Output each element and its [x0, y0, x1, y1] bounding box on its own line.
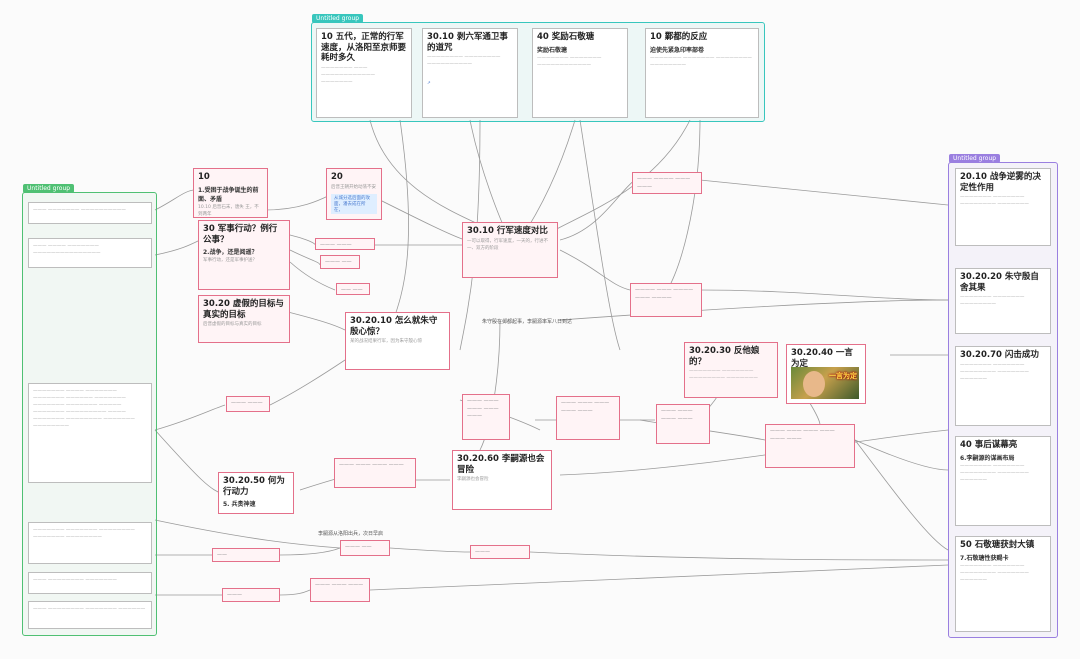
small-note[interactable]: ——: [212, 548, 280, 562]
card-title: 30.20.10 怎么就朱守殷心惊？: [350, 316, 445, 337]
card-body: 某的战况结果行军，因为朱守殷心惊: [350, 339, 445, 346]
node-30-20-30[interactable]: 30.20.30 反他娘的？ ——————— ——————— ———————— …: [684, 342, 778, 398]
right-card-war-fog[interactable]: 20.10 战争逆雾的决定性作用 ——————— ——————— ———————…: [955, 168, 1051, 246]
card-subtitle: 2.战争，还是阅遥？: [203, 247, 285, 256]
card-body: 10.10 后晋石末，唐失 王，不到两年: [198, 205, 263, 218]
small-note[interactable]: ——— ——: [340, 540, 390, 556]
card-subtitle: 6.李嗣源的谋画布局: [960, 453, 1046, 462]
card-body: 后晋虚假的目标与真实的目标: [203, 322, 285, 329]
node-30-20-10[interactable]: 30.20.10 怎么就朱守殷心惊？ 某的战况结果行军，因为朱守殷心惊: [345, 312, 450, 370]
group-label: Untitled group: [312, 14, 363, 23]
small-note[interactable]: ———: [470, 545, 530, 559]
small-note[interactable]: ——— ——— ——— ——— ———: [462, 394, 510, 440]
top-card-guard[interactable]: 30.10 剥六军通卫事的道咒 ———————— ———————— ——————…: [422, 28, 518, 118]
card-body: 李嗣源也会冒险: [457, 477, 547, 484]
card-title: 30.20.20 朱守殷自舍其果: [960, 272, 1046, 293]
left-card-2[interactable]: ——— ———— ——————— ———————————————: [28, 238, 152, 268]
thumbnail-caption: 一言为定: [829, 373, 857, 381]
card-subtitle: 5. 兵贵神速: [223, 499, 289, 508]
left-card-3[interactable]: ——————— ———— ——————— ——————— —————— ————…: [28, 383, 152, 483]
small-note[interactable]: ——— ———: [315, 238, 375, 250]
right-card-shi-jingtang[interactable]: 50 石敬瑭获封大镇 7.石敬瑭性获赐卡 ——————— ——————— ———…: [955, 536, 1051, 632]
left-card-1[interactable]: ——— ——————— ——————————: [28, 202, 152, 224]
small-note[interactable]: ——— ——— ——— ———: [334, 458, 416, 488]
card-subtitle: 7.石敬瑭性获赐卡: [960, 553, 1046, 562]
card-body: 军事行动，还是军事护送？: [203, 258, 285, 265]
top-card-march-speed[interactable]: 10 五代，正常的行军速度，从洛阳至京师要耗时多久 ——————— ——— ——…: [316, 28, 412, 118]
card-title: 40 奖励石敬瑭: [537, 32, 623, 43]
card-subtitle: 1.受困于战争诞生的前面、矛盾: [198, 185, 263, 203]
card-subtitle: 奖励石敬瑭: [537, 45, 623, 54]
person-image: [803, 371, 825, 397]
card-title: 40 事后谋幕亮: [960, 440, 1046, 451]
small-note[interactable]: ———: [222, 588, 280, 602]
right-card-blitz[interactable]: 30.20.70 闪击成功 ——————— ——————— ———————— —…: [955, 346, 1051, 426]
card-title: 20.10 战争逆雾的决定性作用: [960, 172, 1046, 193]
left-card-5[interactable]: ——— ———————— ———————: [28, 572, 152, 594]
small-note[interactable]: ——— ———: [226, 396, 270, 412]
right-card-zhu-shouyin[interactable]: 30.20.20 朱守殷自舍其果 ——————— ——————— ———————…: [955, 268, 1051, 334]
card-body: 后晋王朝开始动荡不安: [331, 185, 377, 192]
card-title: 50 石敬瑭获封大镇: [960, 540, 1046, 551]
node-30-20-50[interactable]: 30.20.50 何为行动力 5. 兵贵神速: [218, 472, 294, 514]
card-title: 10 鄴都的反应: [650, 32, 754, 43]
card-title: 30.10 剥六军通卫事的道咒: [427, 32, 513, 53]
link[interactable]: ↗: [427, 81, 431, 86]
node-30-20-60[interactable]: 30.20.60 李嗣源也会冒险 李嗣源也会冒险: [452, 450, 552, 510]
left-card-6[interactable]: ——— ———————— ——————— ——————: [28, 601, 152, 629]
card-title: 30.10 行军速度对比: [467, 226, 553, 237]
node-10[interactable]: 10 1.受困于战争诞生的前面、矛盾 10.10 后晋石末，唐失 王，不到两年: [193, 168, 268, 218]
edge-label: 李嗣源从洛阳出兵，次日早启: [318, 530, 408, 537]
node-30-20[interactable]: 30.20 虚假的目标与真实的目标 后晋虚假的目标与真实的目标: [198, 295, 290, 343]
group-label: Untitled group: [949, 154, 1000, 163]
video-thumbnail[interactable]: 一言为定: [791, 367, 859, 399]
node-20[interactable]: 20 后晋王朝开始动荡不安 从城分选后面的攻面，潘去成在所在，: [326, 168, 382, 220]
card-title: 30.20 虚假的目标与真实的目标: [203, 299, 285, 320]
group-label: Untitled group: [23, 184, 74, 193]
left-card-4[interactable]: ——————— ——————— ———————— ——————— ———————…: [28, 522, 152, 564]
node-30-20-40[interactable]: 30.20.40 一言为定 一言为定: [786, 344, 866, 404]
card-title: 30.20.30 反他娘的？: [689, 346, 773, 367]
top-card-reward[interactable]: 40 奖励石敬瑭 奖励石敬瑭 ——————— ——————— —————————…: [532, 28, 628, 118]
small-note[interactable]: —— ——: [336, 283, 370, 295]
edge-label: 朱守殷在邺都起事，李嗣源率军八日到达: [482, 318, 592, 325]
card-title: 30.20.50 何为行动力: [223, 476, 289, 497]
small-note[interactable]: ———— ——— ———— ——— ————: [630, 283, 702, 317]
small-note[interactable]: ——— ——: [320, 255, 360, 269]
top-card-yedu[interactable]: 10 鄴都的反应 迫使先紧急印率部卷 ——————— ——————— —————…: [645, 28, 759, 118]
card-subtitle: 迫使先紧急印率部卷: [650, 45, 754, 54]
card-title: 20: [331, 172, 377, 183]
small-note[interactable]: ——— ———— ——— ———: [632, 172, 702, 194]
small-note[interactable]: ——— ——— ——— ———: [656, 404, 710, 444]
right-card-aftermath[interactable]: 40 事后谋幕亮 6.李嗣源的谋画布局 ——————— ——————— ————…: [955, 436, 1051, 526]
card-title: 30.20.60 李嗣源也会冒险: [457, 454, 547, 475]
card-title: 10 五代，正常的行军速度，从洛阳至京师要耗时多久: [321, 32, 407, 64]
small-note[interactable]: ——— ——— ———: [310, 578, 370, 602]
node-30-10[interactable]: 30.10 行军速度对比 一可以取得，行军速度，一天的，行进不一、双方的阶段: [462, 222, 558, 278]
card-title: 10: [198, 172, 263, 183]
card-title: 30 军事行动？例行公事？: [203, 224, 285, 245]
small-note[interactable]: ——— ——— ——— ——— ——— ———: [765, 424, 855, 468]
card-tag: 从城分选后面的攻面，潘去成在所在，: [331, 194, 377, 214]
node-30[interactable]: 30 军事行动？例行公事？ 2.战争，还是阅遥？ 军事行动，还是军事护送？: [198, 220, 290, 290]
small-note[interactable]: ——— ——— ——— ——— ———: [556, 396, 620, 440]
card-body: 一可以取得，行军速度，一天的，行进不一、双方的阶段: [467, 239, 553, 253]
card-title: 30.20.70 闪击成功: [960, 350, 1046, 361]
